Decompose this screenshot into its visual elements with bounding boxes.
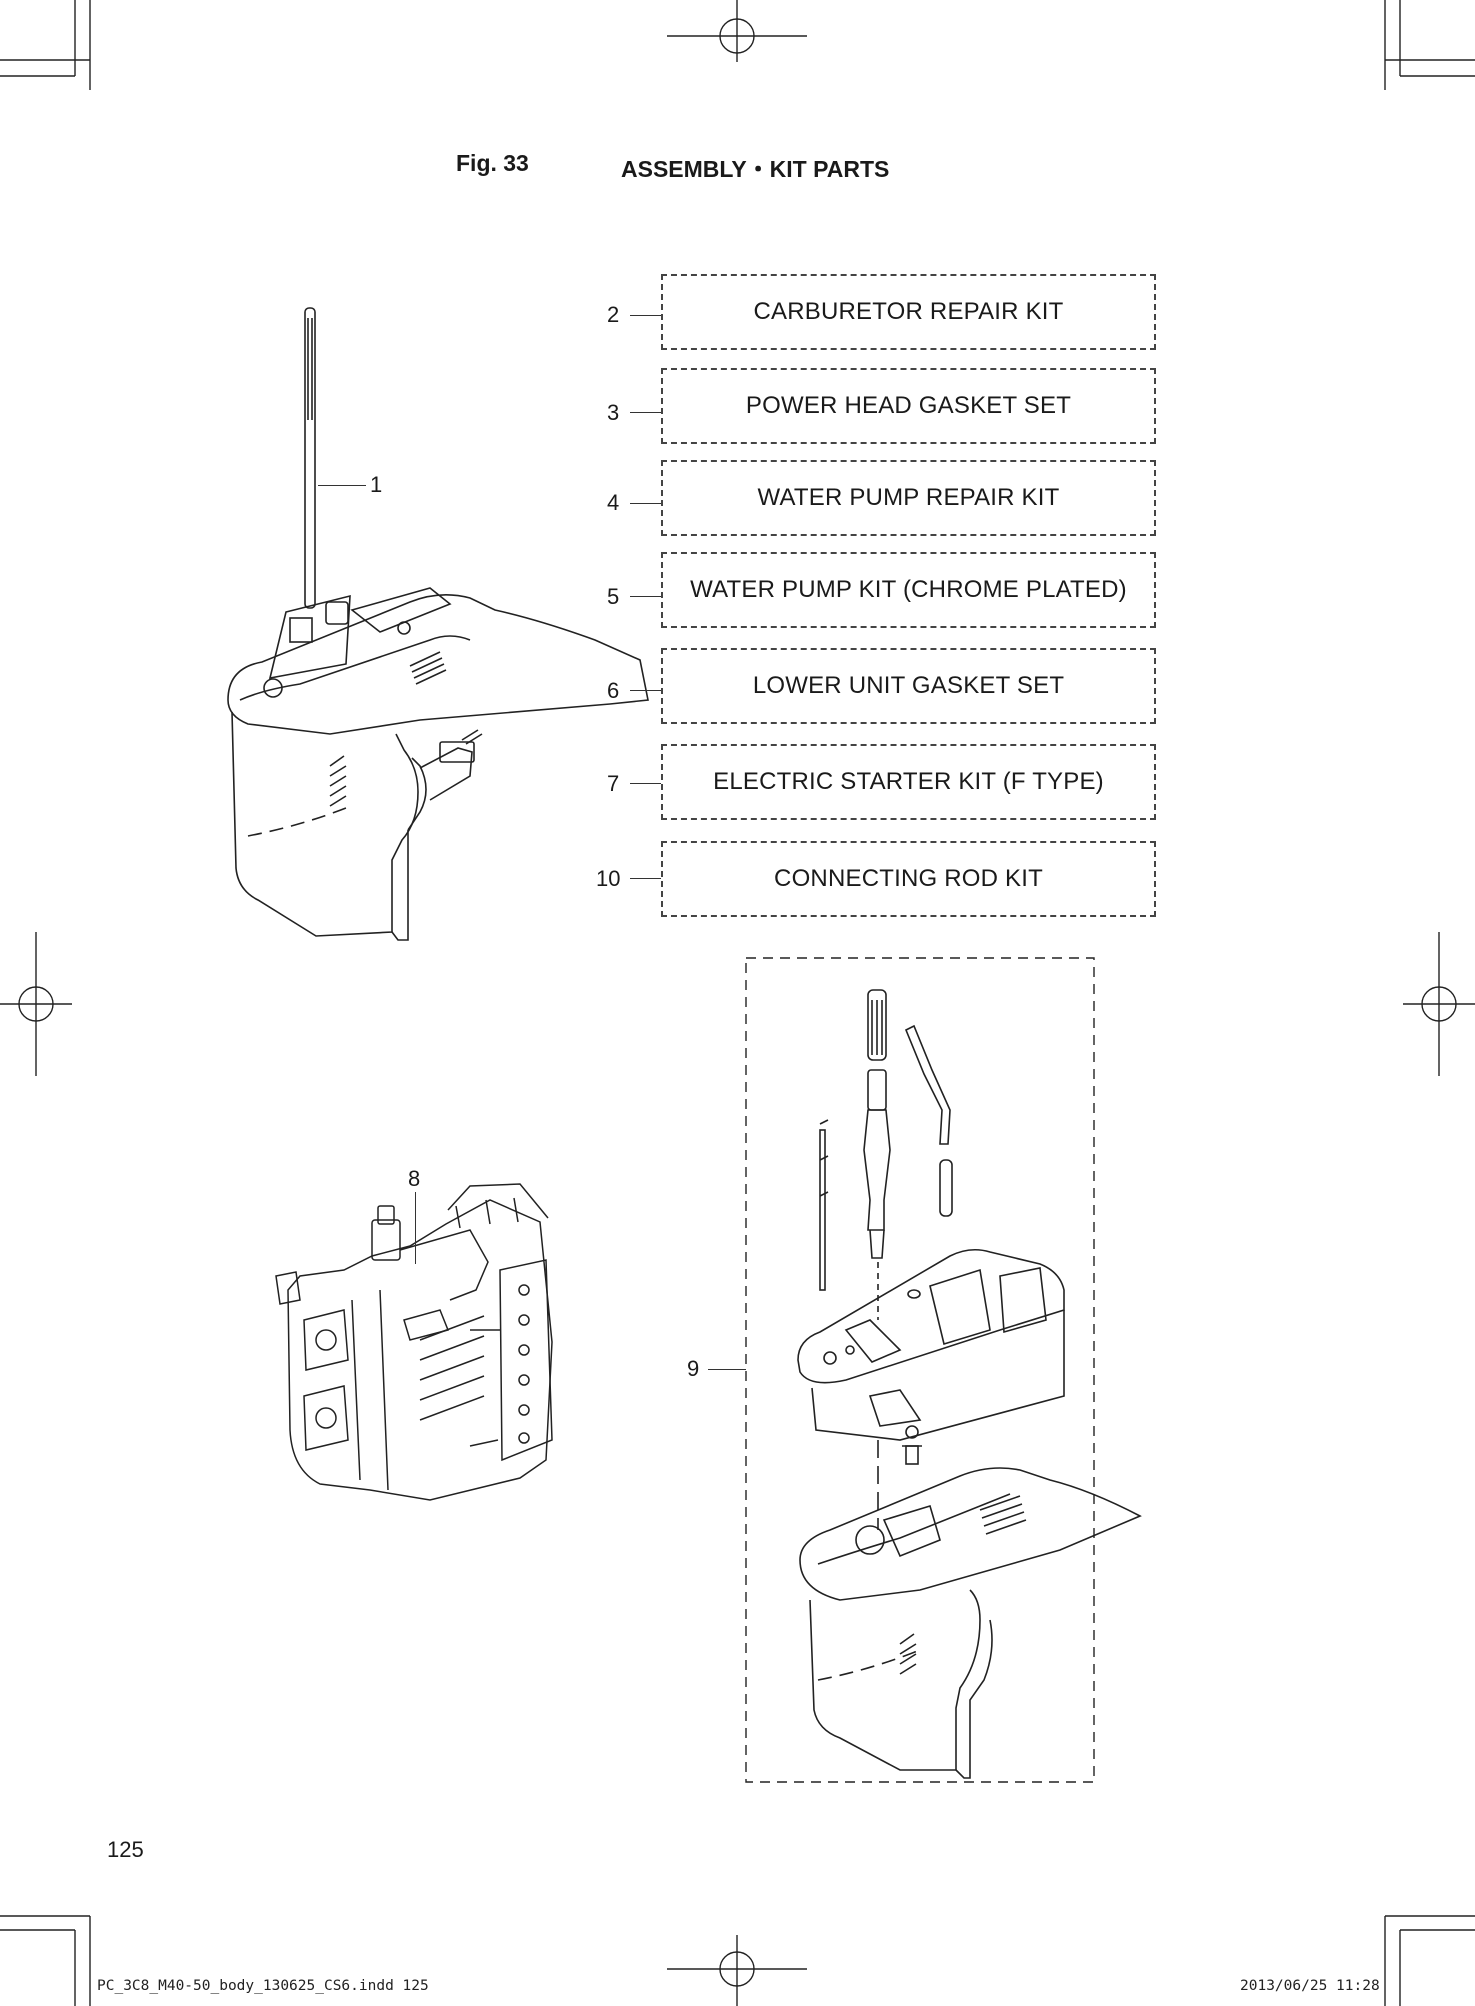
kit-leader-line [630, 315, 661, 316]
kit-ref-3: 3 [607, 400, 620, 425]
kit-ref-2: 2 [607, 302, 620, 327]
kit-box-carburetor-repair: CARBURETOR REPAIR KIT [661, 274, 1156, 350]
kit-leader-line [630, 596, 661, 597]
power-head-drawing [275, 1183, 553, 1501]
kit-box-power-head-gasket: POWER HEAD GASKET SET [661, 368, 1156, 444]
kit-ref-6: 6 [607, 678, 620, 703]
lower-unit-drawing [227, 307, 649, 941]
kit-box-water-pump-repair: WATER PUMP REPAIR KIT [661, 460, 1156, 536]
kit-leader-line [630, 878, 661, 879]
kit-leader-line [630, 783, 661, 784]
kit-ref-5: 5 [607, 584, 620, 609]
figure-title: ASSEMBLY・KIT PARTS [621, 156, 890, 182]
upper-casing-frame [745, 957, 1095, 1783]
footer-timestamp: 2013/06/25 11:28 [1240, 1978, 1380, 1994]
leader-lower-unit [318, 485, 366, 486]
callout-power-head: 8 [408, 1166, 421, 1191]
upper-casing-drawing [797, 989, 1142, 1779]
callout-lower-unit: 1 [370, 472, 383, 497]
kit-box-water-pump-chrome: WATER PUMP KIT (CHROME PLATED) [661, 552, 1156, 628]
kit-box-lower-unit-gasket: LOWER UNIT GASKET SET [661, 648, 1156, 724]
leader-upper-casing [708, 1369, 746, 1370]
callout-upper-casing: 9 [687, 1356, 700, 1381]
kit-box-connecting-rod: CONNECTING ROD KIT [661, 841, 1156, 917]
leader-power-head [415, 1192, 416, 1264]
kit-leader-line [630, 690, 661, 691]
kit-ref-7: 7 [607, 771, 620, 796]
page-number: 125 [107, 1837, 144, 1862]
kit-leader-line [630, 503, 661, 504]
kit-leader-line [630, 412, 661, 413]
figure-number: Fig. 33 [456, 150, 529, 176]
footer-file-name: PC_3C8_M40-50_body_130625_CS6.indd 125 [97, 1978, 429, 1994]
kit-ref-10: 10 [596, 866, 621, 891]
kit-box-electric-starter: ELECTRIC STARTER KIT (F TYPE) [661, 744, 1156, 820]
kit-ref-4: 4 [607, 490, 620, 515]
